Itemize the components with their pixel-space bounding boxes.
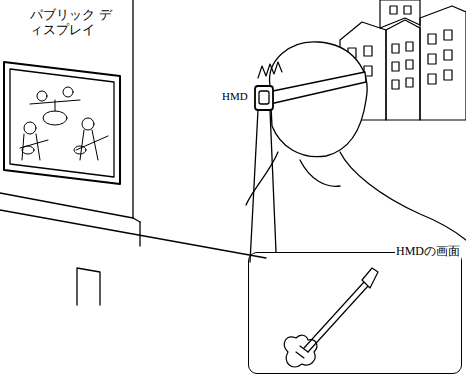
callout-line [250,110,258,262]
guitar [284,268,378,367]
display-label: パブリック ディスプレイ [30,8,116,38]
wall-line [133,218,140,222]
screen-box: HMDの画面 [248,252,462,374]
band-illustration [20,87,108,160]
callout-line [270,110,276,252]
door [77,268,100,305]
screen-caption: HMDの画面 [395,243,461,260]
wall-edge [139,222,140,246]
display-screen [10,69,114,177]
vibration-mark [258,62,282,78]
display-frame [4,62,120,184]
wall-edge [132,0,133,218]
person [246,42,466,240]
floor-line [0,210,266,258]
hmd-lens [259,91,269,104]
hmd-device [255,86,273,110]
hmd-label: HMD [222,90,256,103]
